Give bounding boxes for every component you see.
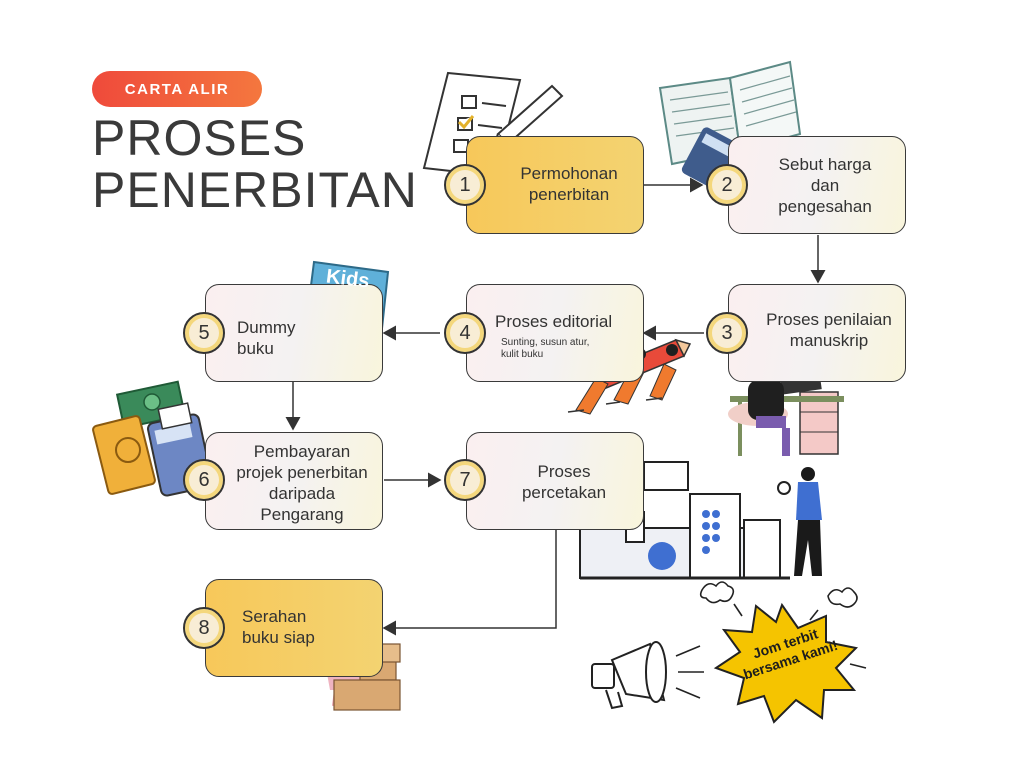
printing-press-icon	[579, 461, 822, 580]
step-4-note: Sunting, susun atur, kulit buku	[501, 337, 590, 360]
step-6-label: Pembayaran projek penerbitan daripada Pe…	[236, 442, 368, 524]
step-6-box: Pembayaran projek penerbitan daripada Pe…	[205, 432, 383, 530]
title-line-1: PROSES	[92, 110, 307, 166]
burst-icon	[713, 602, 859, 724]
step-6-number: 6	[183, 459, 225, 501]
step-1-box: Permohonan penerbitan	[466, 136, 644, 234]
step-3-label: Proses penilaian manuskrip	[766, 310, 892, 350]
step-3-box: Proses penilaian manuskrip	[728, 284, 906, 382]
step-3-number: 3	[706, 312, 748, 354]
step-4-box: Proses editorial Sunting, susun atur, ku…	[466, 284, 644, 382]
step-2-number: 2	[706, 164, 748, 206]
step-1-number: 1	[444, 164, 486, 206]
step-5-box: Dummy buku	[205, 284, 383, 382]
step-5-label: Dummy buku	[237, 318, 296, 358]
step-1-label: Permohonan penerbitan	[520, 164, 618, 204]
arrow-7-8	[382, 530, 557, 636]
step-7-number: 7	[444, 459, 486, 501]
step-8-number: 8	[183, 607, 225, 649]
step-2-label: Sebut harga dan pengesahan	[778, 155, 872, 216]
step-4-label: Proses editorial	[495, 312, 613, 331]
flowchart-badge: CARTA ALIR	[92, 71, 262, 107]
step-5-number: 5	[183, 312, 225, 354]
step-2-box: Sebut harga dan pengesahan	[728, 136, 906, 234]
step-4-number: 4	[444, 312, 486, 354]
title-line-2: PENERBITAN	[92, 162, 418, 218]
megaphone-icon	[591, 641, 704, 710]
page-title: PROSES PENERBITAN	[92, 112, 418, 216]
step-8-label: Serahan buku siap	[242, 607, 315, 647]
step-7-box: Proses percetakan	[466, 432, 644, 530]
step-7-label: Proses percetakan	[521, 462, 607, 502]
step-8-box: Serahan buku siap	[205, 579, 383, 677]
